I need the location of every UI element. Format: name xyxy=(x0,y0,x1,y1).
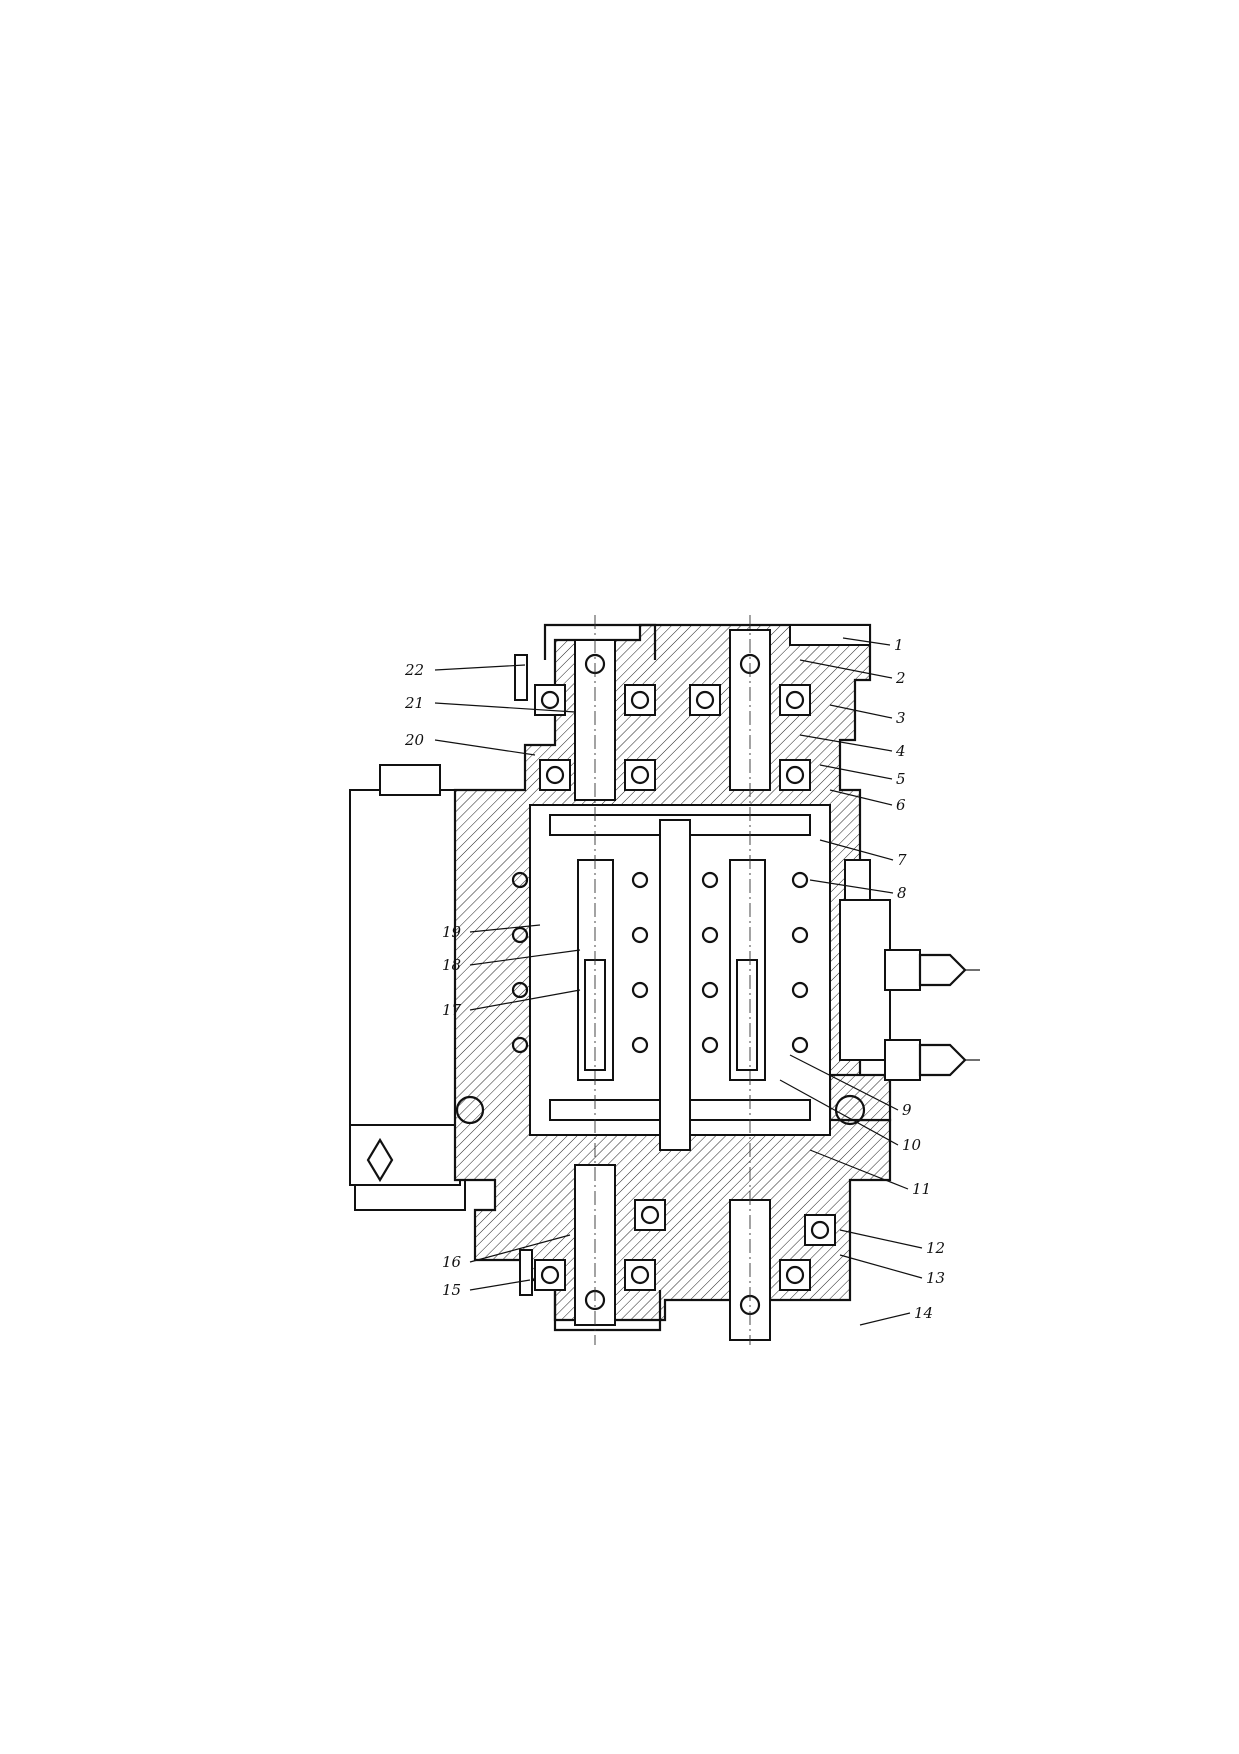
right-fittings xyxy=(839,859,980,1081)
callout-22: 22 xyxy=(404,661,424,679)
callout-2: 2 xyxy=(895,669,906,687)
callout-5: 5 xyxy=(896,770,906,788)
callout-10: 10 xyxy=(902,1136,922,1154)
callout-9: 9 xyxy=(902,1101,912,1119)
side-bolts xyxy=(455,654,866,1296)
callout-21: 21 xyxy=(404,694,424,712)
callout-15: 15 xyxy=(442,1281,461,1299)
callout-7: 7 xyxy=(897,851,907,869)
callout-8: 8 xyxy=(897,884,907,902)
callout-20: 20 xyxy=(404,731,425,749)
callout-14: 14 xyxy=(914,1304,933,1322)
callout-6: 6 xyxy=(896,796,906,814)
center-lines xyxy=(594,615,751,1345)
callout-1: 1 xyxy=(894,636,904,654)
callout-4: 4 xyxy=(895,742,906,760)
callout-13: 13 xyxy=(926,1269,945,1287)
callout-16: 16 xyxy=(442,1253,462,1271)
callout-12: 12 xyxy=(926,1239,945,1257)
left-housing-block xyxy=(349,764,466,1211)
bearings xyxy=(534,684,836,1291)
callout-11: 11 xyxy=(912,1180,931,1198)
callout-3: 3 xyxy=(896,709,906,727)
callout-18: 18 xyxy=(442,956,461,974)
callout-19: 19 xyxy=(442,923,462,941)
callout-17: 17 xyxy=(442,1001,462,1019)
callout-labels: 1 2 3 4 5 6 7 8 9 10 11 12 13 14 15 16 1… xyxy=(404,636,945,1322)
inner-columns xyxy=(511,804,831,1151)
leader-lines xyxy=(434,637,923,1326)
